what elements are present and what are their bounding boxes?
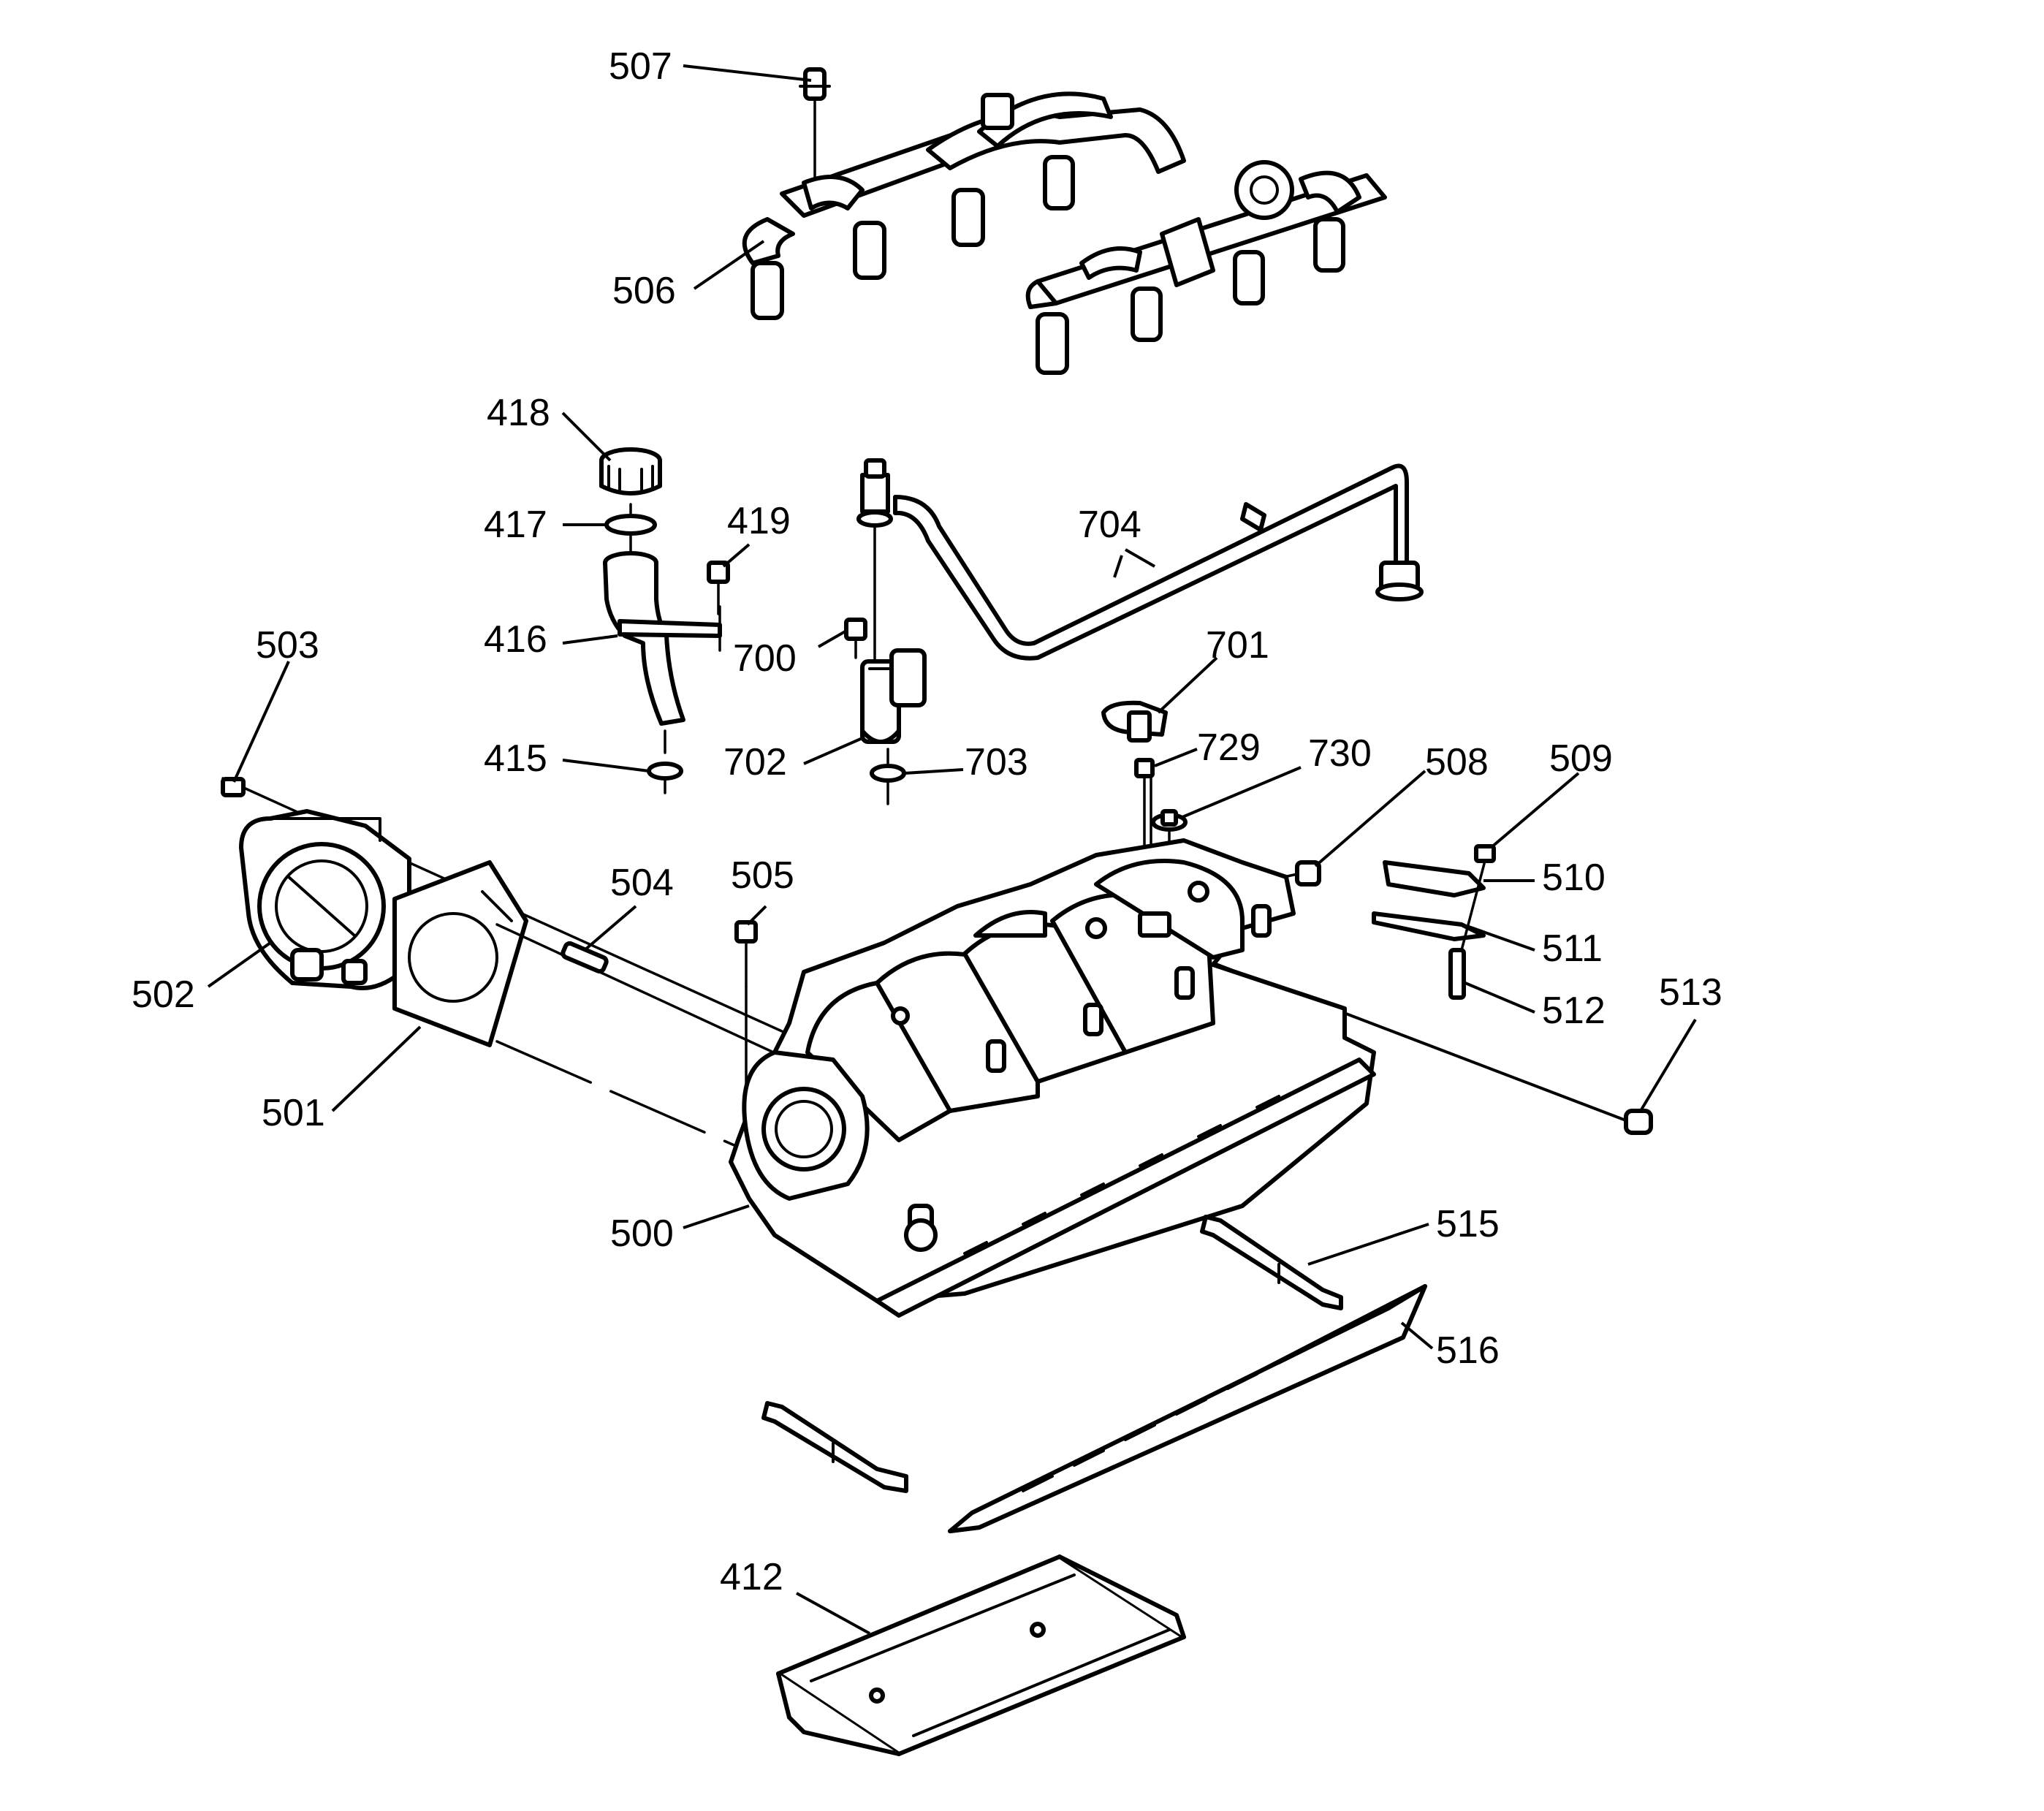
callout-505: 505 xyxy=(731,854,794,897)
callout-516: 516 xyxy=(1436,1329,1500,1372)
callout-508: 508 xyxy=(1425,741,1489,783)
part-702-evap-purge-solenoid xyxy=(860,648,927,744)
callout-418: 418 xyxy=(487,392,550,434)
part-417-oil-fill-seal xyxy=(604,514,657,536)
callout-416: 416 xyxy=(484,618,547,661)
part-513-plug xyxy=(1624,1109,1653,1135)
part-701-map-sensor xyxy=(1101,700,1168,743)
leader-lines xyxy=(207,64,1697,1635)
callout-702: 702 xyxy=(723,741,787,783)
callout-415: 415 xyxy=(484,737,547,780)
part-506-fuel-rail-and-injectors xyxy=(742,91,1387,375)
part-703-evap-solenoid-seal xyxy=(870,748,906,805)
part-512-stud xyxy=(1448,859,1486,1000)
callout-labels: 507 506 418 417 419 416 700 415 702 703 … xyxy=(132,45,1722,1598)
part-418-oil-fill-cap xyxy=(599,447,662,496)
callout-419: 419 xyxy=(727,500,791,542)
callout-412: 412 xyxy=(720,1556,783,1598)
callout-502: 502 xyxy=(132,973,195,1016)
part-516-intake-manifold-gasket xyxy=(948,1284,1427,1533)
part-415-oil-fill-o-ring xyxy=(647,729,683,794)
callout-417: 417 xyxy=(484,504,547,546)
part-704-fuel-tube xyxy=(856,458,1424,661)
part-502-throttle-body xyxy=(239,809,411,990)
callout-703: 703 xyxy=(965,741,1028,783)
callout-510: 510 xyxy=(1542,857,1606,899)
part-515-gasket-retainer xyxy=(1200,1215,1343,1310)
part-510-bracket xyxy=(1383,860,1486,897)
callout-704: 704 xyxy=(1078,504,1141,546)
callout-729: 729 xyxy=(1197,726,1261,769)
callout-507: 507 xyxy=(609,45,672,88)
part-412-valley-cover xyxy=(776,1554,1186,1756)
callout-501: 501 xyxy=(262,1092,325,1134)
callout-503: 503 xyxy=(256,624,319,667)
callout-509: 509 xyxy=(1549,737,1613,780)
part-509-stud-nut xyxy=(1474,844,1496,863)
part-419-oil-fill-tube-bolt xyxy=(707,561,730,615)
callout-511: 511 xyxy=(1542,927,1603,970)
callout-512: 512 xyxy=(1542,990,1606,1032)
callout-504: 504 xyxy=(610,862,674,904)
callout-701: 701 xyxy=(1206,624,1269,667)
callout-506: 506 xyxy=(612,270,676,312)
callout-700: 700 xyxy=(733,637,797,680)
part-416-oil-fill-tube xyxy=(603,551,722,726)
callout-513: 513 xyxy=(1659,971,1722,1014)
part-700-evap-solenoid-bolt xyxy=(844,618,867,659)
part-501-throttle-body-gasket xyxy=(392,860,528,1047)
part-511-gasket xyxy=(1372,911,1486,941)
callout-515: 515 xyxy=(1436,1203,1500,1245)
part-507-fuel-rail-bleed-screw xyxy=(799,67,831,184)
callout-500: 500 xyxy=(610,1212,674,1255)
part-500-intake-manifold xyxy=(729,838,1376,1318)
callout-730: 730 xyxy=(1308,732,1372,775)
part-508-vacuum-fitting xyxy=(1276,860,1321,886)
part-515b-gasket-retainer xyxy=(761,1401,908,1493)
part-503-throttle-body-stud xyxy=(221,777,246,797)
